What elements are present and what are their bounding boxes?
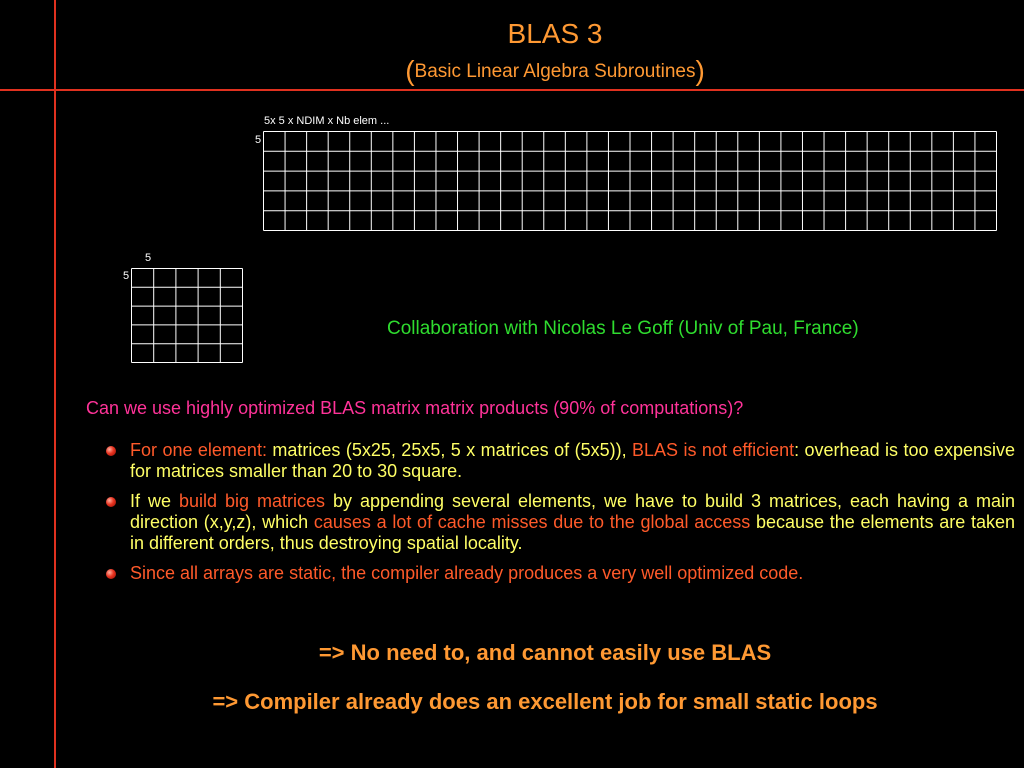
collaboration-note: Collaboration with Nicolas Le Goff (Univ… (387, 318, 859, 339)
bullet-text-run: by appending several elements, we have t… (130, 491, 1015, 532)
bullet-item: For one element: matrices (5x25, 25x5, 5… (105, 440, 1015, 482)
small-matrix-top-label: 5 (145, 252, 152, 264)
bullet-text-run: causes a lot of cache misses due to the … (313, 512, 751, 532)
bullet-text-run: If we (130, 491, 179, 511)
big-matrix-side-label: 5 (255, 134, 262, 146)
bullet-text-run: BLAS is not efficient (632, 440, 795, 460)
bullet-list: For one element: matrices (5x25, 25x5, 5… (105, 440, 1015, 593)
small-matrix-side-label: 5 (123, 270, 130, 282)
bullet-text-run: build big matrices (178, 491, 325, 511)
conclusion-1: => No need to, and cannot easily use BLA… (318, 640, 772, 665)
subtitle-close-paren: ) (695, 55, 705, 86)
vertical-rule (54, 0, 56, 768)
bullet-icon (106, 569, 116, 579)
slide-title: BLAS 3 (507, 18, 603, 49)
subtitle-text: Basic Linear Algebra Subroutines (414, 61, 696, 82)
bullet-text: If we build big matrices by appending se… (130, 491, 1015, 553)
bullet-item: If we build big matrices by appending se… (105, 491, 1015, 554)
bullet-text-run: Since all arrays are static, the compile… (130, 563, 804, 583)
bullet-text-run: because the elements are taken in differ… (130, 512, 1015, 553)
bullet-text-run: For one element: (130, 440, 273, 460)
big-matrix-top-label: 5x 5 x NDIM x Nb elem ... (264, 115, 390, 127)
bullet-text: For one element: matrices (5x25, 25x5, 5… (130, 440, 1015, 481)
bullet-icon (106, 497, 116, 507)
conclusion-2: => Compiler already does an excellent jo… (212, 689, 878, 714)
small-matrix-grid (131, 268, 243, 363)
slide-subtitle: (Basic Linear Algebra Subroutines) (0, 55, 1024, 87)
big-matrix-grid (263, 131, 997, 231)
horizontal-rule (0, 89, 1024, 91)
bullet-text-run: : overhead is too expensive for matrices… (130, 440, 1015, 481)
subtitle-open-paren: ( (405, 55, 415, 86)
bullet-icon (106, 446, 116, 456)
bullet-text-run: matrices (5x25, 25x5, 5 x matrices of (5… (272, 440, 633, 460)
bullet-text: Since all arrays are static, the compile… (130, 563, 803, 583)
question-text: Can we use highly optimized BLAS matrix … (86, 398, 744, 418)
bullet-item: Since all arrays are static, the compile… (105, 563, 1015, 584)
